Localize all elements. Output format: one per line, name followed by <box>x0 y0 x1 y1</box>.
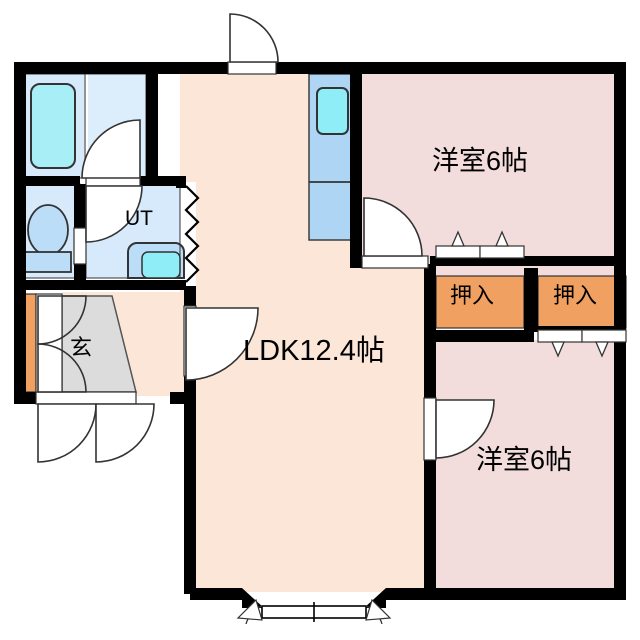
room-label-bedroom-upper: 洋室6帖 <box>432 146 529 176</box>
wall-top-right <box>276 62 626 74</box>
ut-zigzag-partition <box>184 185 200 283</box>
wall-closet-divider <box>524 268 538 332</box>
wash-basin-bowl-icon <box>141 251 181 279</box>
wall-hall-right-upper <box>184 286 196 308</box>
wall-bottom-right <box>424 588 626 600</box>
ut-door-threshold[interactable] <box>73 227 87 265</box>
closet-right-arrow-b <box>595 341 609 358</box>
wall-bottom-ldk-left <box>190 588 242 600</box>
bedroom-upper-door-swing <box>363 197 423 257</box>
wall-bottom-ldk-right <box>386 588 430 600</box>
wall-closet-bottom <box>424 330 534 342</box>
wall-wetarea-bottom <box>14 280 80 290</box>
wall-wetarea-bottom2 <box>86 280 186 290</box>
closet-left-arrow-b <box>495 230 509 247</box>
ldk-floor-fill <box>148 68 430 592</box>
balcony-window-wallfold-left <box>242 588 264 608</box>
closet-sliding-door-marks <box>435 230 627 358</box>
wall-bath-right <box>146 62 158 184</box>
bath-door-swing <box>81 119 141 179</box>
front-door-swing <box>229 13 279 63</box>
closet-right-door-panel-a[interactable] <box>537 329 583 343</box>
closet-left-arrow-a <box>451 230 465 247</box>
wall-bedroom-lower-left <box>424 342 436 594</box>
ldk-hall-door-swing <box>185 307 259 381</box>
bedroom-lower-door-threshold[interactable] <box>423 397 437 461</box>
door-swings <box>37 13 495 463</box>
wall-closet-right-bottomline <box>538 326 626 332</box>
room-label-genkan: 玄 <box>70 335 93 360</box>
fixtures <box>21 73 357 279</box>
balcony-window-group <box>236 588 392 625</box>
room-label-utility: UT <box>125 207 153 230</box>
room-label-closet-left: 押入 <box>450 283 495 308</box>
closet-left-fill[interactable] <box>435 275 525 329</box>
wall-bedroom-upper-left <box>350 62 362 268</box>
ut-door-swing <box>85 185 143 243</box>
wall-bath-ut-split <box>140 176 186 186</box>
closet-left-door-panel-b[interactable] <box>479 245 525 259</box>
wall-closet-left-left <box>424 264 436 344</box>
closet-right-door-panel-b[interactable] <box>581 329 627 343</box>
toilet-bowl-icon <box>27 204 69 256</box>
bedroom-lower-fill <box>436 340 626 592</box>
bathtub-icon <box>30 83 76 169</box>
room-label-ldk: LDK12.4帖 <box>243 335 385 367</box>
wall-bath-toilet-split <box>14 176 80 186</box>
zigzag-divider-icon <box>184 185 200 283</box>
balcony-window-wing-right <box>365 598 392 621</box>
genkan-door-threshold[interactable] <box>35 391 137 405</box>
genkan-outer-door-swing <box>37 403 97 463</box>
wall-left-genkan <box>14 286 26 400</box>
room-label-closet-right: 押入 <box>553 283 598 308</box>
wall-bedroom-upper-bottom-right <box>430 256 626 266</box>
bedroom-upper-door-threshold[interactable] <box>361 255 429 269</box>
wall-ldk-left-lower <box>184 394 196 594</box>
room-label-bedroom-lower: 洋室6帖 <box>476 445 573 475</box>
wall-ut-right-top <box>176 178 186 188</box>
genkan-outer-door-swing2 <box>95 403 155 463</box>
wall-toilet-right <box>74 184 86 230</box>
toilet-tank-icon <box>24 251 72 273</box>
front-door-threshold[interactable] <box>227 61 277 75</box>
closet-right-fill[interactable] <box>537 275 627 329</box>
shoe-cabinet-door-lower <box>37 343 87 393</box>
kitchen-sink-icon <box>316 87 349 135</box>
closet-left-door-panel-a[interactable] <box>435 245 481 259</box>
wall-toilet-right-lower <box>74 262 86 290</box>
closet-right-arrow-a <box>551 341 565 358</box>
balcony-window-wing-left <box>236 598 263 621</box>
balcony-window-wallfold-right <box>364 588 386 608</box>
bedroom-lower-door-swing <box>435 399 495 459</box>
wall-top-left <box>14 62 228 74</box>
